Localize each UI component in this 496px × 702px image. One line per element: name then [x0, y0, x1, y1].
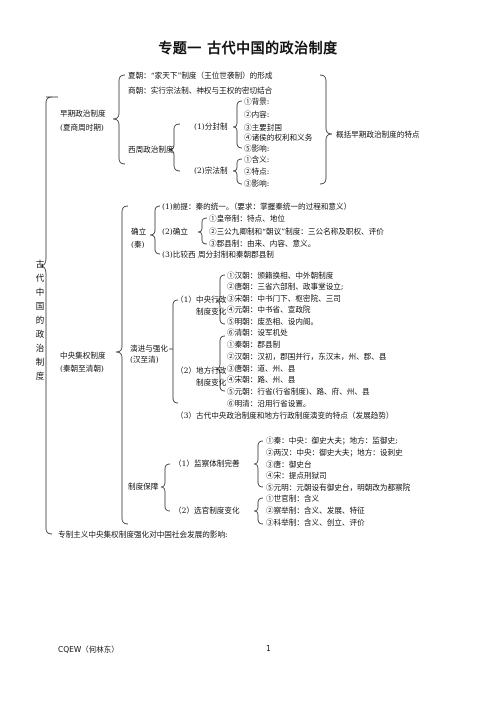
xia-text: 夏朝：“家天下”制度（王位世袭制）的形成 — [128, 71, 273, 80]
zongfa-item-3: ③影响: — [244, 179, 270, 188]
establish-label-2: (秦) — [131, 240, 145, 249]
selection-item-1: ①世官制：含义 — [266, 494, 320, 503]
page-number: 1 — [266, 644, 271, 653]
dev-local-item-3: ③唐朝：道、州、县 — [227, 364, 296, 373]
dev-central-item-3: ③宋朝：中书门下、枢密院、三司 — [227, 294, 341, 303]
summary-text: 概括早期政治制度的特点 — [336, 130, 420, 139]
dev-central-item-5: ⑤明朝：废丞相、设内阁。 — [227, 317, 319, 326]
dev-local-item-6: ⑥明清：沿用行省设置。 — [227, 399, 311, 408]
early-label-1: 早期政治制度 — [60, 109, 106, 118]
selection-item-3: ③科举制：含义、创立、评价 — [266, 518, 365, 527]
establish-2-item-3: ③郡县制：由来、内容、意义。 — [209, 239, 316, 248]
central-label-1: 中央集权制度 — [60, 351, 106, 360]
selection-label: （2）选官制度变化 — [174, 506, 240, 515]
supervision-item-2: ②两汉：中央：御史大夫；地方：设刺史 — [266, 448, 403, 457]
supervision-item-1: ①秦：中央：御史大夫；地方：监御史; — [266, 436, 398, 445]
fenfeng-label: (1)分封制 — [194, 122, 228, 131]
dev-local-item-2: ②汉朝：汉初，郡国并行，东汉末，州、郡、县 — [227, 352, 387, 361]
central-label-2: (秦朝至清朝) — [60, 364, 104, 373]
zongfa-item-1: ①含义: — [244, 155, 270, 164]
dev-central-label-2: 制度变化 — [196, 307, 227, 316]
dev-central-item-1: ①汉朝：颁籍换相、中外朝制度 — [227, 271, 334, 280]
footer-author: CQEW（何林东） — [58, 645, 119, 654]
early-label-2: (夏商周时期) — [60, 123, 104, 132]
supervision-label: （1）监察体制完善 — [174, 459, 240, 468]
root-label: 古代中国的政治制度 — [35, 260, 45, 382]
establish-premise: (1)前提：秦的统一。（要求：掌握秦统一的过程和意义） — [162, 202, 352, 211]
dev-central-item-6: ⑥清朝：设军机处 — [227, 328, 288, 337]
dev-central-item-4: ④元朝：中书省、宣政院 — [227, 305, 311, 314]
fenfeng-item-2: ②内容: — [244, 110, 270, 119]
selection-item-2: ②察举制：含义、发展、特征 — [266, 506, 365, 515]
establish-label-1: 确立 — [131, 227, 147, 236]
fenfeng-item-1: ①背景: — [244, 97, 270, 106]
dev-local-label-2: 制度变化 — [196, 378, 227, 387]
fenfeng-item-5: ⑤影响: — [244, 144, 270, 153]
dev-local-item-4: ④宋朝：路、州、县 — [227, 375, 296, 384]
establish-2-item-2: ②三公九卿制和“朝议”制度：三公名称及职权、评价 — [209, 227, 384, 236]
establish-3: (3)比较西 周分封制和秦朝郡县制 — [162, 250, 274, 259]
establish-2-item-1: ①皇帝制：特点、地位 — [209, 214, 285, 223]
development-label-2: (汉至清) — [130, 355, 159, 364]
dev-local-item-1: ①秦朝：郡县制 — [227, 340, 281, 349]
final-line: 专制主义中央集权制度强化对中国社会发展的影响: — [58, 530, 228, 539]
zongfa-label: (2)宗法制 — [194, 166, 228, 175]
guarantee-label: 制度保障 — [128, 482, 159, 491]
establish-2-label: (2)确立 — [162, 227, 188, 236]
fenfeng-item-4: ④诸侯的权利和义务 — [244, 133, 313, 142]
supervision-item-3: ③唐：御史台 — [266, 460, 312, 469]
page-title: 专题一 古代中国的政治制度 — [158, 41, 338, 57]
west-zhou-label: 西周政治制度 — [128, 145, 174, 154]
dev-local-label-1: （2）地方行政 — [176, 366, 227, 375]
dev-central-item-2: ②唐朝：三省六部制、政事堂设立; — [227, 282, 344, 291]
shang-text: 商朝：实行宗法制、神权与王权的密切结合 — [128, 86, 273, 95]
fenfeng-item-3: ③主要封国 — [244, 123, 282, 132]
dev-local-item-5: ⑤元朝：行省(行省制度)、路、府、州、县 — [227, 387, 370, 396]
dev-3-text: （3）古代中央政治制度和地方行政制度演变的特点（发展趋势） — [176, 411, 394, 420]
development-label-1: 演进与强化 — [130, 344, 168, 353]
dev-central-label-1: （1）中央行政 — [176, 295, 227, 304]
supervision-item-4: ④宋：提点刑狱司 — [266, 471, 327, 480]
supervision-item-5: ⑤元明：元朝设有御史台，明朝改为都察院 — [266, 483, 411, 492]
zongfa-item-2: ②特点: — [244, 167, 270, 176]
